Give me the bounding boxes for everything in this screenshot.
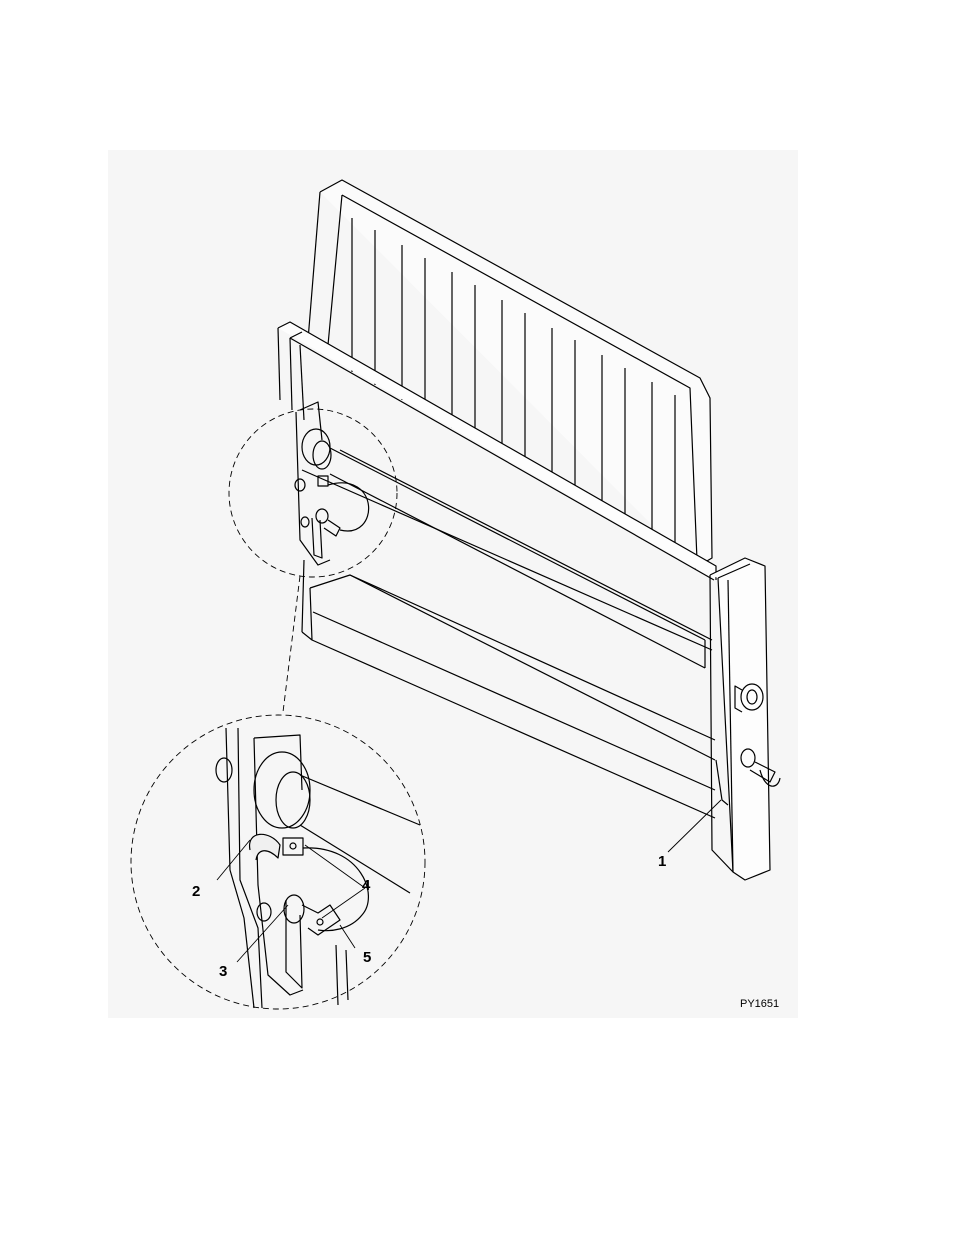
callout-2: 2 <box>192 884 200 899</box>
figure-code: PY1651 <box>740 999 779 1010</box>
callout-3: 3 <box>219 964 227 979</box>
callout-5: 5 <box>363 950 371 965</box>
callout-1: 1 <box>658 854 666 869</box>
callout-4: 4 <box>362 878 370 893</box>
